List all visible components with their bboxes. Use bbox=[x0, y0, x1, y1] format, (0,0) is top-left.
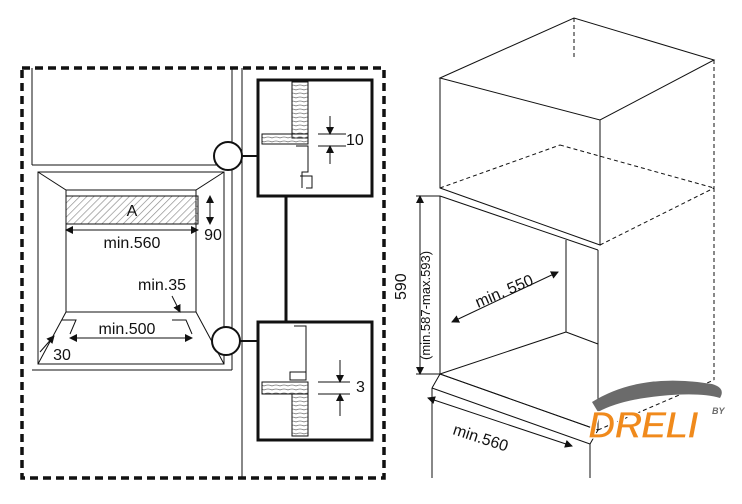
dim-3: 3 bbox=[356, 379, 365, 396]
dim-590-range: (min.587-max.593) bbox=[418, 251, 433, 360]
dim-min560-iso: min.560 bbox=[451, 422, 510, 456]
logo-swoosh bbox=[592, 380, 722, 412]
outer-dashed-frame bbox=[20, 66, 386, 480]
label-a: A bbox=[127, 203, 138, 220]
dim-10: 10 bbox=[346, 132, 364, 149]
dim-30: 30 bbox=[53, 347, 71, 364]
dim-min560-front: min.560 bbox=[104, 235, 161, 252]
isometric-view bbox=[416, 17, 716, 478]
detail-bottom: 3 bbox=[256, 320, 374, 442]
dim-min35: min.35 bbox=[138, 277, 186, 294]
front-view: A min.560 90 min.35 min.500 30 bbox=[20, 66, 386, 480]
dreli-logo: DRELI BY bbox=[587, 380, 725, 448]
detail-circle-top bbox=[213, 141, 243, 171]
dim-90: 90 bbox=[204, 227, 222, 244]
logo-by: BY bbox=[712, 406, 725, 416]
area-a-hatched bbox=[65, 195, 199, 225]
detail-circle-bottom bbox=[211, 326, 241, 356]
dim-min500: min.500 bbox=[99, 321, 156, 338]
dim-590: 590 bbox=[393, 273, 410, 300]
dim-min550-iso: min. 550 bbox=[473, 272, 536, 312]
logo-text: DRELI bbox=[588, 405, 699, 447]
detail-top: 10 bbox=[256, 78, 374, 198]
